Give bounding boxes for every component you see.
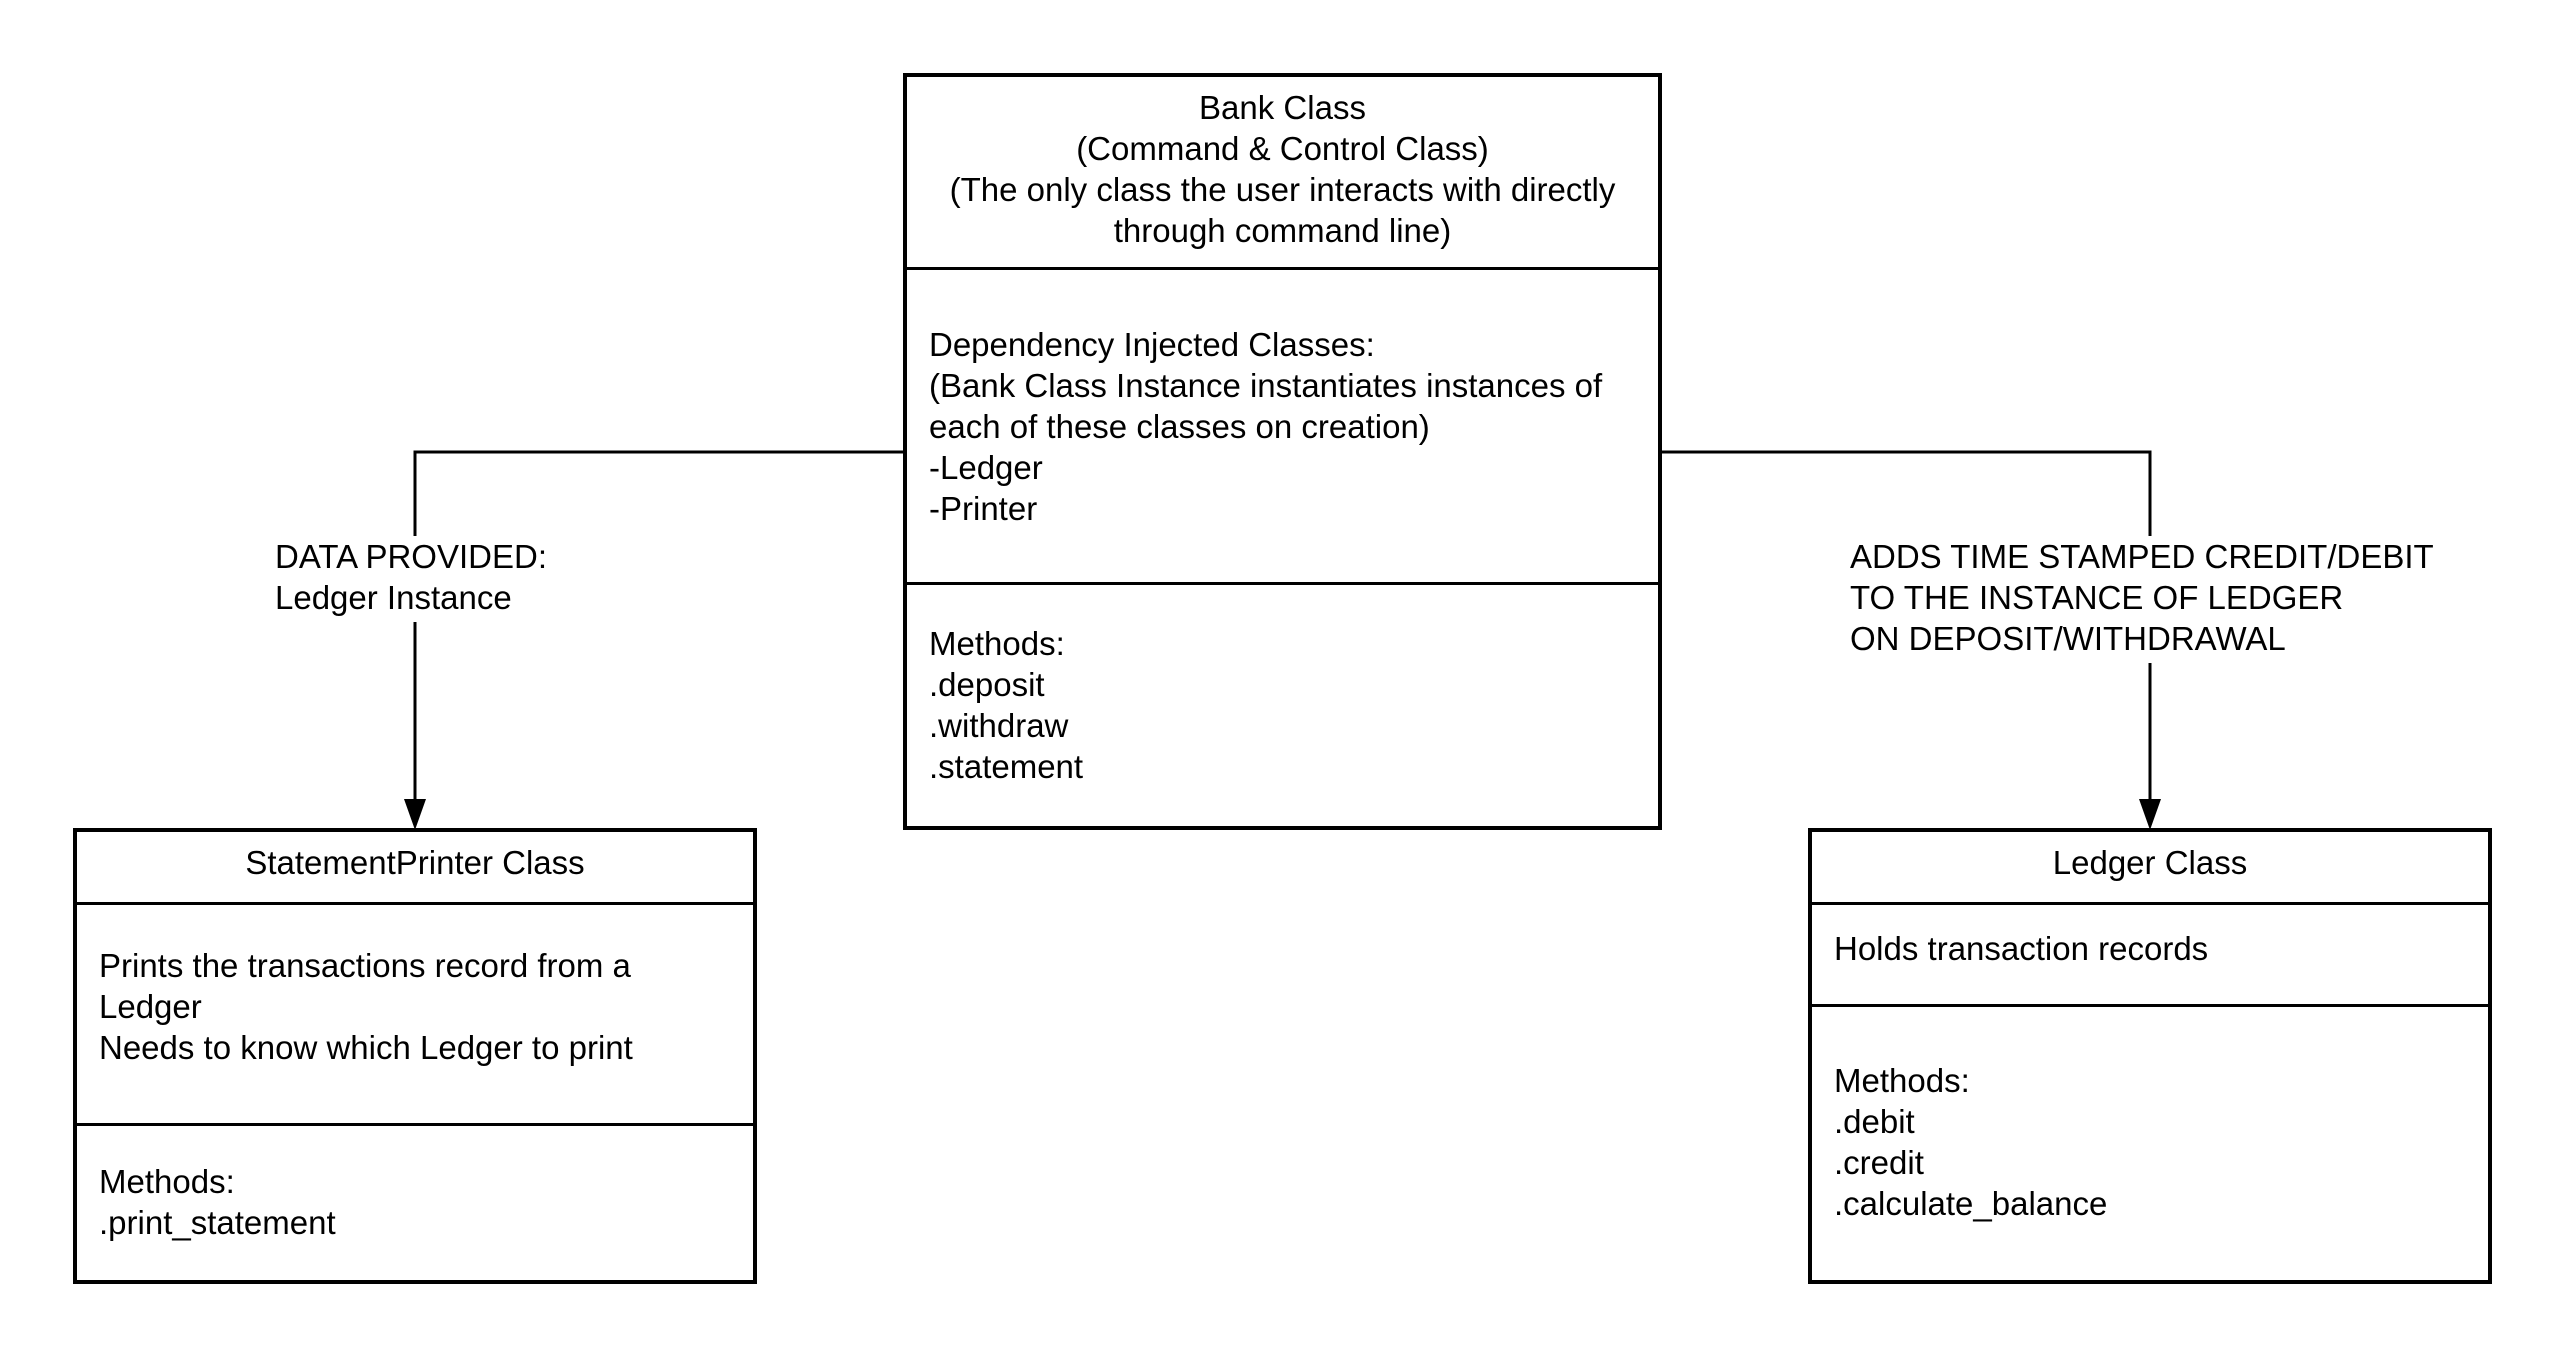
bank-to-printer-connector bbox=[413, 450, 905, 800]
printer-methods-section: Methods: .print_statement bbox=[77, 1161, 753, 1243]
dependencies-heading: Dependency Injected Classes: bbox=[929, 326, 1375, 363]
dependencies-note: each of these classes on creation) bbox=[929, 408, 1430, 445]
data-provided-label-line: Ledger Instance bbox=[275, 579, 512, 616]
bank-class-header: Bank Class (Command & Control Class) (Th… bbox=[907, 87, 1658, 251]
ledger-description-line: Holds transaction records bbox=[1834, 930, 2209, 967]
method-item: .withdraw bbox=[929, 707, 1069, 744]
bank-class-note: (The only class the user interacts with … bbox=[949, 171, 1616, 208]
ledger-description-section: Holds transaction records bbox=[1812, 928, 2488, 969]
bank-class-subtitle: (Command & Control Class) bbox=[1076, 130, 1489, 167]
printer-arrowhead bbox=[404, 799, 426, 830]
adds-time-stamped-label: ADDS TIME STAMPED CREDIT/DEBIT TO THE IN… bbox=[1850, 536, 2434, 663]
printer-description-line: Prints the transactions record from a bbox=[99, 947, 631, 984]
printer-description-line: Needs to know which Ledger to print bbox=[99, 1029, 633, 1066]
ledger-header-divider bbox=[1812, 902, 2488, 905]
bank-header-divider bbox=[907, 267, 1658, 270]
ledger-description-divider bbox=[1812, 1004, 2488, 1007]
printer-description-section: Prints the transactions record from a Le… bbox=[77, 945, 753, 1068]
methods-heading: Methods: bbox=[1834, 1062, 1970, 1099]
data-provided-label: DATA PROVIDED: Ledger Instance bbox=[275, 536, 547, 622]
dependency-item: -Ledger bbox=[929, 449, 1043, 486]
methods-heading: Methods: bbox=[929, 625, 1065, 662]
bank-dependencies-divider bbox=[907, 582, 1658, 585]
statement-printer-class-header: StatementPrinter Class bbox=[77, 842, 753, 883]
dependencies-note: (Bank Class Instance instantiates instan… bbox=[929, 367, 1603, 404]
data-provided-label-line: DATA PROVIDED: bbox=[275, 538, 547, 575]
adds-time-stamped-label-line: ADDS TIME STAMPED CREDIT/DEBIT bbox=[1850, 538, 2434, 575]
statement-printer-class-box: StatementPrinter Class Prints the transa… bbox=[73, 828, 757, 1284]
ledger-methods-section: Methods: .debit .credit .calculate_balan… bbox=[1812, 1060, 2488, 1224]
printer-description-line: Ledger bbox=[99, 988, 202, 1025]
bank-class-note: through command line) bbox=[1113, 212, 1452, 249]
ledger-class-title: Ledger Class bbox=[2052, 844, 2248, 881]
method-item: .statement bbox=[929, 748, 1084, 785]
bank-dependencies-section: Dependency Injected Classes: (Bank Class… bbox=[907, 324, 1658, 529]
adds-time-stamped-label-line: TO THE INSTANCE OF LEDGER bbox=[1850, 579, 2344, 616]
bank-to-ledger-connector bbox=[1660, 450, 2152, 800]
ledger-arrowhead bbox=[2139, 799, 2161, 830]
printer-header-divider bbox=[77, 902, 753, 905]
adds-time-stamped-label-line: ON DEPOSIT/WITHDRAWAL bbox=[1850, 620, 2286, 657]
bank-methods-section: Methods: .deposit .withdraw .statement bbox=[907, 623, 1658, 787]
ledger-class-header: Ledger Class bbox=[1812, 842, 2488, 883]
method-item: .credit bbox=[1834, 1144, 1924, 1181]
printer-description-divider bbox=[77, 1123, 753, 1126]
dependency-item: -Printer bbox=[929, 490, 1038, 527]
methods-heading: Methods: bbox=[99, 1163, 235, 1200]
method-item: .print_statement bbox=[99, 1204, 336, 1241]
ledger-class-box: Ledger Class Holds transaction records M… bbox=[1808, 828, 2492, 1284]
bank-class-box: Bank Class (Command & Control Class) (Th… bbox=[903, 73, 1662, 830]
statement-printer-class-title: StatementPrinter Class bbox=[245, 844, 585, 881]
method-item: .deposit bbox=[929, 666, 1045, 703]
method-item: .calculate_balance bbox=[1834, 1185, 2108, 1222]
method-item: .debit bbox=[1834, 1103, 1915, 1140]
bank-class-title: Bank Class bbox=[1199, 89, 1366, 126]
